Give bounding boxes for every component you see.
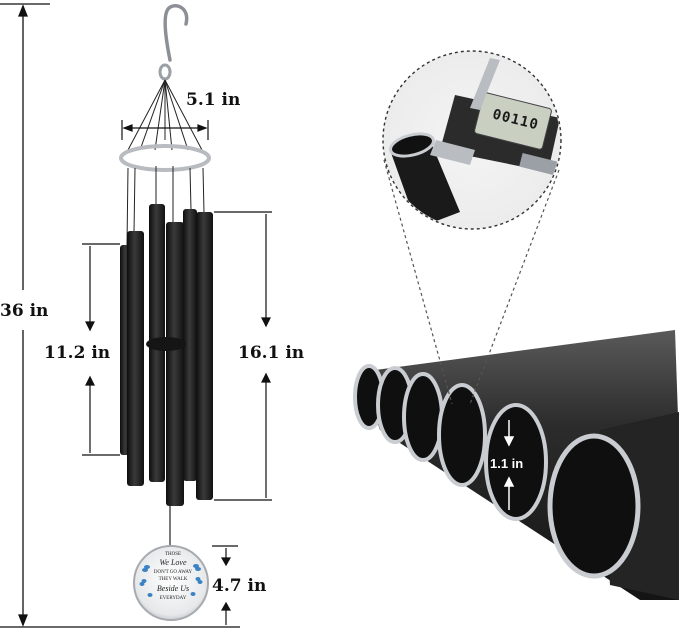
total-height-label: 36 in [0,301,49,321]
chime-tubes [120,204,213,506]
medallion-dimension [212,545,238,625]
medallion-line-3: DON'T GO AWAY [153,570,193,575]
tube-diameter-label: 1.1 in [490,456,524,471]
tube-diameter-dimension [503,420,515,510]
short-tube-dimension [82,243,120,456]
medallion-line-1: THOSE [164,552,182,557]
ring-diameter-dimension [121,120,209,140]
short-tube-label: 11.2 in [44,343,111,363]
memorial-medallion [133,545,209,621]
hanging-strings [127,79,203,151]
total-height-dimension [0,3,240,628]
medallion-line-5: Beside Us [156,584,190,593]
caliper-magnifier [382,50,562,230]
long-tube-dimension [214,211,272,501]
long-tube-label: 16.1 in [238,343,305,363]
ring-diameter-label: 5.1 in [186,90,241,110]
hanging-ring [119,144,211,172]
magnifier-callout [383,159,560,405]
medallion-line-4: THEY WALK [158,577,188,582]
butterfly-icon [139,564,203,597]
medallion-height-label: 4.7 in [212,576,267,596]
pipe-closeup [353,330,679,600]
medallion-line-6: EVERYDAY [159,596,187,601]
medallion-line-2: We Love [159,558,187,567]
tube-strings [126,166,205,246]
hanging-hook [158,3,189,81]
